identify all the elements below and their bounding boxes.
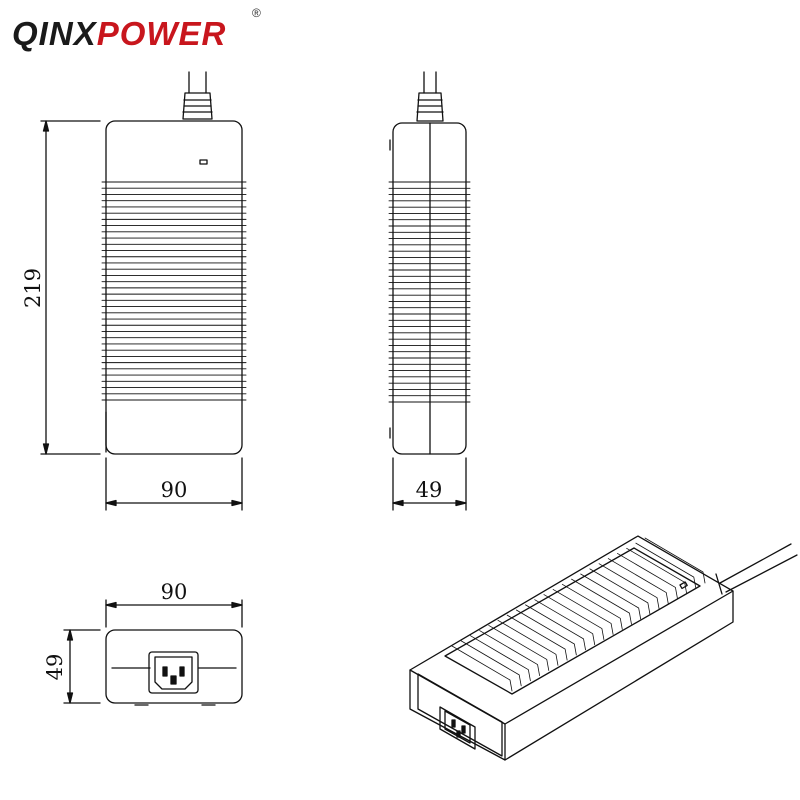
side-view-ribs <box>388 181 471 403</box>
iso-rib-line <box>543 594 605 640</box>
brand-name-red: POWER <box>96 15 227 52</box>
isometric-view <box>409 535 798 761</box>
dimension-label-219: 219 <box>21 268 45 308</box>
iso-rib-line <box>644 537 706 584</box>
dimension-width-90-top <box>105 457 243 511</box>
iso-rib-line <box>534 599 596 646</box>
side-view <box>388 71 471 455</box>
iso-rib-line <box>460 640 522 687</box>
iso-rib-line <box>589 568 651 615</box>
brand-name-dark: QINX <box>12 15 97 52</box>
registered-mark: ® <box>252 6 261 20</box>
isometric-ac-inlet-icon <box>439 706 476 750</box>
iso-rib-line <box>635 542 697 589</box>
iso-rib-line <box>525 604 586 651</box>
brand-logo: QINXPOWER <box>12 14 226 54</box>
dimension-depth-49 <box>392 457 467 511</box>
isometric-ribs <box>451 537 706 692</box>
front-view <box>105 629 243 706</box>
isometric-body-outline <box>409 535 734 761</box>
side-view-cable <box>416 71 444 122</box>
iso-rib-line <box>552 589 614 635</box>
dimension-height-49-front <box>63 629 101 704</box>
top-view <box>101 71 247 455</box>
iso-rib-line <box>626 547 688 594</box>
top-view-led-icon <box>199 159 208 165</box>
iso-rib-line <box>469 635 531 682</box>
ac-inlet-socket-icon <box>148 651 199 694</box>
iso-rib-line <box>617 553 678 599</box>
iso-rib-line <box>580 573 642 620</box>
dimension-width-90-front <box>105 599 243 628</box>
iso-rib-line <box>515 609 577 656</box>
iso-rib-line <box>451 645 513 692</box>
isometric-cable <box>715 543 798 595</box>
iso-rib-line <box>497 619 559 666</box>
iso-rib-line <box>598 563 660 610</box>
dimension-label-49-front: 49 <box>43 654 67 681</box>
dimension-height-219 <box>40 120 101 455</box>
iso-rib-line <box>571 578 632 625</box>
iso-rib-line <box>488 625 550 671</box>
dimension-label-90-top: 90 <box>161 478 188 502</box>
top-view-cable <box>182 71 213 120</box>
front-view-body <box>105 629 243 704</box>
iso-rib-line <box>506 614 568 661</box>
dimension-label-49-side: 49 <box>416 478 443 502</box>
iso-rib-line <box>607 558 669 604</box>
dimension-label-90-front: 90 <box>161 580 188 604</box>
iso-rib-line <box>561 583 623 630</box>
iso-rib-line <box>479 630 540 676</box>
top-view-ribs <box>101 181 247 401</box>
